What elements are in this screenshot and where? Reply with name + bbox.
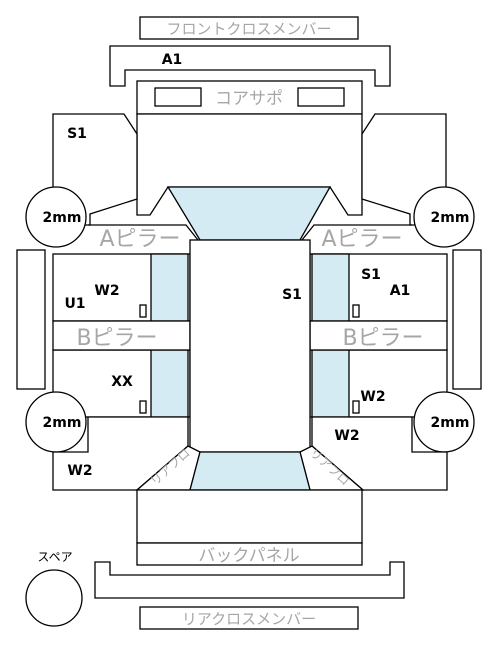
headlight-left: [154, 87, 202, 107]
b-pillar-left-label: Bピラー: [76, 326, 157, 351]
spare-label: スペア: [37, 550, 72, 564]
rear-window: [189, 451, 311, 491]
a-pillar-left-label: Aピラー: [99, 227, 180, 252]
b-pillar-right-label: Bピラー: [342, 326, 423, 351]
right-rear-window: [311, 349, 350, 418]
wheel-front-right: [413, 186, 475, 248]
rear-bumper-bracket: [94, 561, 405, 599]
right-front-window: [311, 253, 350, 322]
a-pillar-right-line: [301, 224, 412, 241]
back-panel-label: バックパネル: [198, 546, 299, 566]
core-support-label: コアサポ: [215, 89, 283, 109]
headlight-right: [297, 87, 345, 107]
roof: [189, 239, 311, 453]
front-cross-member-label: フロントクロスメンバー: [166, 20, 331, 38]
right-side-sill: [452, 249, 482, 390]
left-rear-handle: [139, 400, 147, 414]
left-front-window: [150, 253, 189, 322]
left-rear-door-code: XX: [111, 374, 133, 390]
wheel-front-left: [25, 186, 87, 248]
b-pillar-right-box: [309, 320, 448, 351]
spare-tire: [25, 569, 83, 627]
right-front-handle: [352, 304, 360, 318]
left-front-door-code: W2: [94, 283, 119, 299]
a-pillar-right-label: Aピラー: [321, 227, 402, 252]
wheel-front-left-value: 2mm: [43, 210, 82, 226]
right-front-door-code-b: A1: [390, 283, 411, 299]
back-panel-box: [136, 542, 363, 566]
right-rear-handle: [352, 400, 360, 414]
left-side-sill: [16, 249, 46, 390]
a-pillar-left-line: [88, 224, 199, 241]
trunk-lid: [136, 489, 363, 544]
right-rear-door-code: W2: [360, 389, 385, 405]
rear-right-code: W2: [334, 428, 359, 444]
wheel-rear-right-value: 2mm: [431, 415, 470, 431]
front-cross-member-code: A1: [162, 52, 183, 68]
roof-code: S1: [282, 287, 302, 303]
front-cross-member-box: [139, 16, 359, 40]
rear-left-quarter: [52, 416, 189, 491]
wheel-rear-left-value: 2mm: [43, 415, 82, 431]
rear-cross-member-label: リアクロスメンバー: [182, 610, 316, 628]
left-front-handle: [139, 304, 147, 318]
b-pillar-left-box: [52, 320, 191, 351]
wheel-front-right-value: 2mm: [431, 210, 470, 226]
right-front-door-code-a: S1: [361, 267, 381, 283]
front-left-code: S1: [67, 126, 87, 142]
rear-left-code: W2: [67, 463, 92, 479]
front-bumper-bracket: [109, 45, 391, 87]
left-rear-window: [150, 349, 189, 418]
left-front-door-code-b: U1: [64, 296, 85, 312]
rear-cross-member-box: [139, 606, 359, 630]
